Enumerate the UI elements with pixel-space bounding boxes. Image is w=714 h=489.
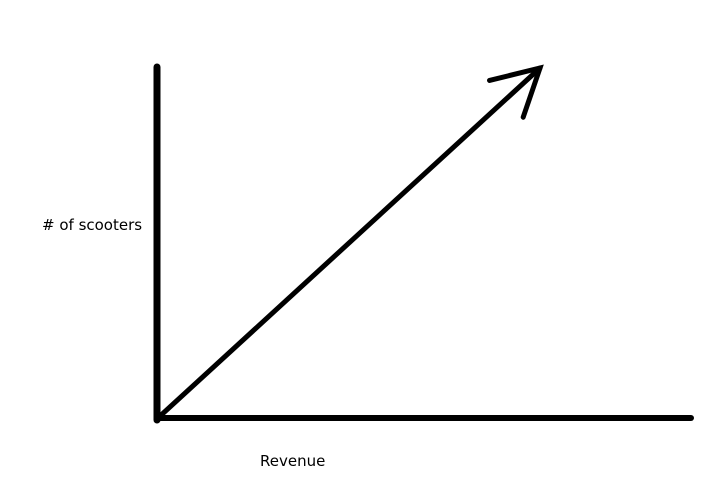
series-arrowhead-0 [487,64,544,120]
x-axis-label: Revenue [260,452,326,470]
series-line-0 [156,65,543,420]
y-axis-label: # of scooters [42,216,143,234]
series-layer [156,64,544,420]
